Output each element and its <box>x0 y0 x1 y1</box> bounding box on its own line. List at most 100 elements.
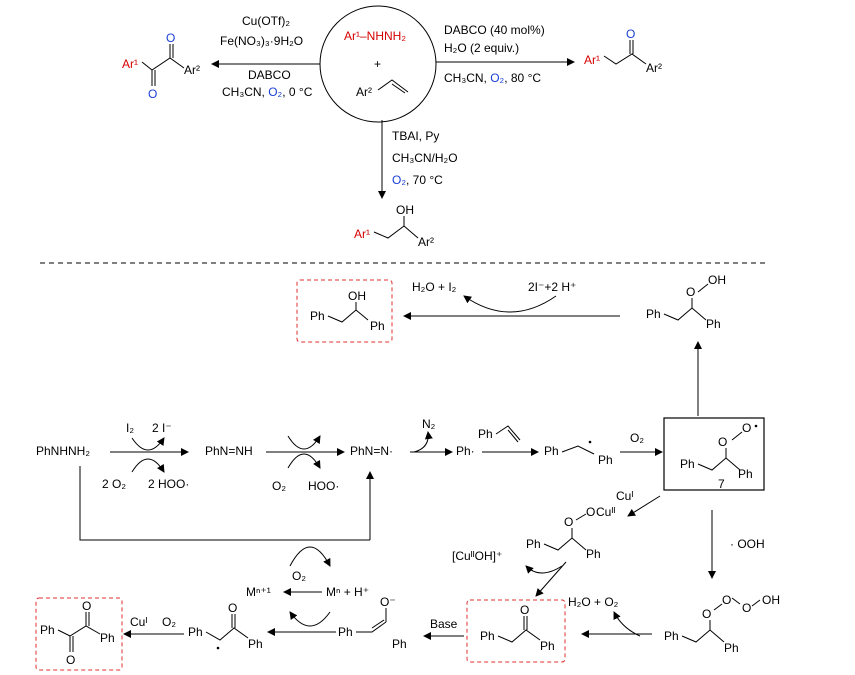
svg-text:Cuᴵᴵ: Cuᴵᴵ <box>596 505 615 519</box>
diketone-product: Ar¹ O O Ar² <box>122 31 200 101</box>
svg-text:Ph: Ph <box>248 637 263 651</box>
reagent-plus: + <box>374 57 381 71</box>
right-cond-3: CH₃CN, O₂, 80 °C <box>444 71 541 85</box>
label-o2-final: O₂ <box>162 615 176 629</box>
svg-text:Ph: Ph <box>706 317 721 331</box>
svg-text:OH: OH <box>348 289 366 303</box>
curve-o2-hoo <box>287 453 321 469</box>
phenyl-radical: Ph· <box>456 444 475 458</box>
svg-text:Ph: Ph <box>370 319 385 333</box>
styrene: Ph <box>478 425 521 443</box>
svg-text:Ph: Ph <box>478 427 493 441</box>
label-i2: I₂ <box>126 421 134 435</box>
bottom-cond-3: O₂, 70 °C <box>392 173 443 187</box>
svg-text:O: O <box>702 607 711 621</box>
label-cu1: Cuᴵ <box>616 489 633 503</box>
mech-alcohol: Ph OH Ph <box>310 289 385 333</box>
ketone-highlight-box <box>466 599 566 663</box>
bottom-cond-2: CH₃CN/H₂O <box>392 151 458 165</box>
svg-text:Ar¹: Ar¹ <box>584 53 600 67</box>
svg-text:Ar²: Ar² <box>184 63 200 77</box>
svg-text:Ph: Ph <box>480 629 495 643</box>
curve-iodide-to-iodine <box>463 295 557 313</box>
label-cu1-final: Cuᴵ <box>130 615 147 629</box>
reagent-alkene-ar2: Ar² <box>356 85 372 99</box>
mech-hydroperoxide: Ph O OH Ph <box>646 273 726 331</box>
label-o2: O₂ <box>272 479 286 493</box>
svg-text:Ph: Ph <box>586 547 601 561</box>
label-2-o2: 2 O₂ <box>102 477 126 491</box>
svg-text:OH: OH <box>708 273 726 287</box>
alkene-bond <box>377 79 409 94</box>
reagent-hydrazine: Ar¹–NHNH₂ <box>344 29 406 43</box>
right-cond-2: H₂O (2 equiv.) <box>444 41 519 55</box>
phenyldiazenyl-radical: PhN=N· <box>350 444 393 458</box>
svg-text:O: O <box>722 593 731 607</box>
alcohol-highlight-box <box>296 279 393 343</box>
left-cond-3: DABCO <box>248 68 291 82</box>
label-base: Base <box>430 617 458 631</box>
mech-ketone: Ph O Ph <box>480 603 555 653</box>
svg-text:O⁻: O⁻ <box>380 595 396 609</box>
svg-text:Ph: Ph <box>188 625 203 639</box>
curve-i2 <box>131 437 165 451</box>
svg-text:O: O <box>520 603 529 617</box>
svg-text:O: O <box>742 601 751 615</box>
cu-peroxide: Ph O O Cuᴵᴵ Ph <box>526 505 615 561</box>
label-hoo: HOO· <box>308 479 339 493</box>
label-n2: N₂ <box>422 417 436 431</box>
label-ooh-radical: · OOH <box>730 537 765 551</box>
svg-text:Ar²: Ar² <box>418 235 434 249</box>
arrow-7-to-cu-peroxide <box>627 495 661 517</box>
svg-text:Ph: Ph <box>540 639 555 653</box>
label-h2o-o2: H₂O + O₂ <box>568 595 619 609</box>
curve-n2 <box>413 431 433 453</box>
svg-text:O: O <box>228 601 237 615</box>
svg-text:Ph: Ph <box>680 457 695 471</box>
left-cond-1: Cu(OTf)₂ <box>242 14 290 28</box>
label-2-iodide: 2 I⁻ <box>152 421 172 435</box>
svg-text:O: O <box>166 31 175 45</box>
svg-text:Ar²: Ar² <box>646 61 662 75</box>
bottom-cond-1: TBAI, Py <box>392 129 439 143</box>
svg-text:Ph: Ph <box>738 467 753 481</box>
connector-hydrazine-to-metal <box>79 466 336 541</box>
svg-text:Ph: Ph <box>100 631 115 645</box>
arrow-cu-peroxide-to-ketone <box>535 561 567 597</box>
svg-text:Ar¹: Ar¹ <box>354 227 370 241</box>
svg-text:O: O <box>718 435 727 449</box>
svg-text:Ph: Ph <box>724 641 739 655</box>
svg-text:O: O <box>742 421 751 435</box>
svg-text:Ph: Ph <box>392 637 407 651</box>
svg-text:Ph: Ph <box>664 629 679 643</box>
svg-text:O: O <box>66 653 75 667</box>
curve-cu2-oh <box>525 565 563 574</box>
right-cond-1: DABCO (40 mol%) <box>444 23 545 37</box>
svg-text:Ph: Ph <box>40 623 55 637</box>
tetroxide: Ph O O O OH Ph <box>664 593 780 655</box>
svg-text:Ph: Ph <box>338 625 353 639</box>
curve-metal-cycle-bottom <box>289 611 331 627</box>
svg-text:Ph: Ph <box>310 309 325 323</box>
label-h2o-i2: H₂O + I₂ <box>412 280 457 294</box>
phenylhydrazine: PhNHNH₂ <box>36 444 90 458</box>
label-mn1: Mⁿ⁺¹ <box>246 585 271 599</box>
alcohol-product: Ar¹ OH Ar² <box>354 203 434 249</box>
enolate: Ph O⁻ Ph <box>338 595 407 651</box>
alpha-keto-radical: Ph O Ph <box>188 601 263 651</box>
left-cond-4: CH₃CN, O₂, 0 °C <box>222 85 313 99</box>
label-cu2-oh: [CuᴵᴵOH]⁺ <box>452 549 502 563</box>
phenyldiazene: PhN=NH <box>205 444 253 458</box>
svg-text:Ar¹: Ar¹ <box>122 57 138 71</box>
ketone-product: Ar¹ O Ar² <box>584 27 662 75</box>
svg-text:OH: OH <box>762 593 780 607</box>
benzil: Ph O O Ph <box>40 599 115 667</box>
svg-text:O: O <box>686 285 695 299</box>
curve-top <box>287 435 321 450</box>
svg-text:Ph: Ph <box>544 444 559 458</box>
compound-7: Ph O O Ph 7 <box>680 421 758 491</box>
svg-text:7: 7 <box>718 477 725 491</box>
label-mn: Mⁿ + H⁺ <box>326 585 369 599</box>
svg-text:Ph: Ph <box>646 307 661 321</box>
compound-7-box <box>663 417 765 491</box>
